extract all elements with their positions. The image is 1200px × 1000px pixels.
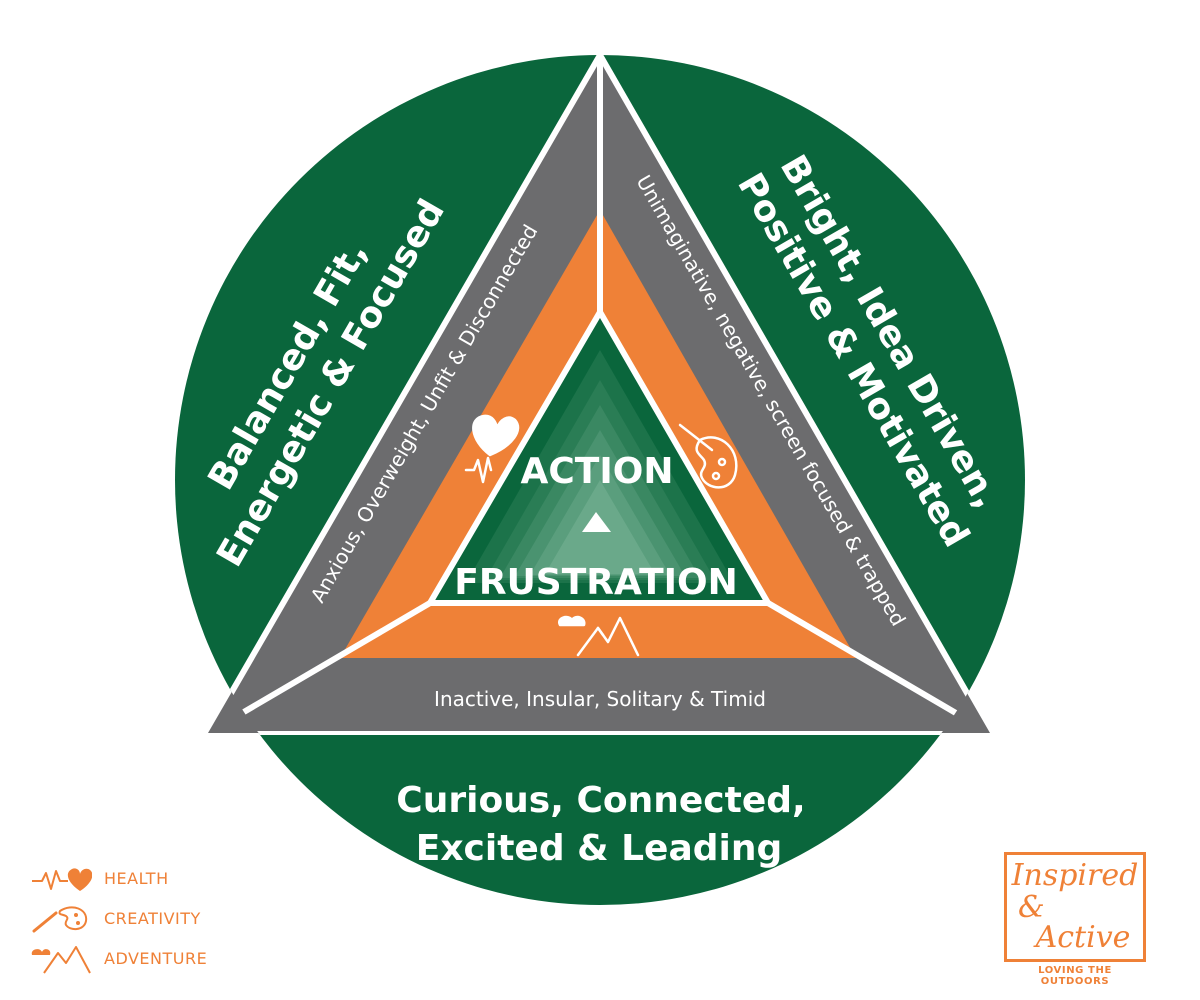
core-action-label: ACTION	[521, 451, 674, 492]
bottom-segment-line-1: Curious, Connected,	[396, 780, 805, 821]
creativity-icon	[32, 906, 88, 933]
center-arrow	[582, 512, 611, 532]
logo-line-ampersand: &	[1018, 890, 1045, 925]
segment-dividers	[190, 55, 1010, 736]
logo-frame	[1004, 852, 1146, 962]
legend-item-adventure: ADVENTURE	[30, 938, 207, 978]
legend-item-health: HEALTH	[30, 858, 207, 898]
core-triangle	[427, 309, 771, 606]
bottom-band-text: Inactive, Insular, Solitary & Timid	[434, 687, 766, 711]
core-frustration-label: FRUSTRATION	[454, 562, 738, 603]
logo-line-active: Active	[1035, 920, 1131, 955]
logo-tagline: LOVING THE OUTDOORS	[1038, 965, 1112, 987]
health-icon	[464, 414, 520, 484]
adventure-icon	[31, 946, 91, 974]
logo-line-inspired: Inspired	[1011, 858, 1139, 893]
brand-logo: Inspired & Active LOVING THE OUTDOORS	[1004, 852, 1152, 987]
legend-item-creativity: CREATIVITY	[30, 898, 207, 938]
bottom-segment-line-2: Excited & Leading	[416, 828, 783, 869]
health-icon	[32, 868, 92, 891]
legend-label-adventure: ADVENTURE	[104, 948, 208, 968]
legend: HEALTH CREATIVITY ADVENTURE	[30, 858, 207, 978]
creativity-icon	[678, 423, 738, 489]
legend-label-creativity: CREATIVITY	[104, 908, 201, 928]
legend-label-health: HEALTH	[104, 868, 169, 888]
adventure-icon	[557, 615, 640, 657]
